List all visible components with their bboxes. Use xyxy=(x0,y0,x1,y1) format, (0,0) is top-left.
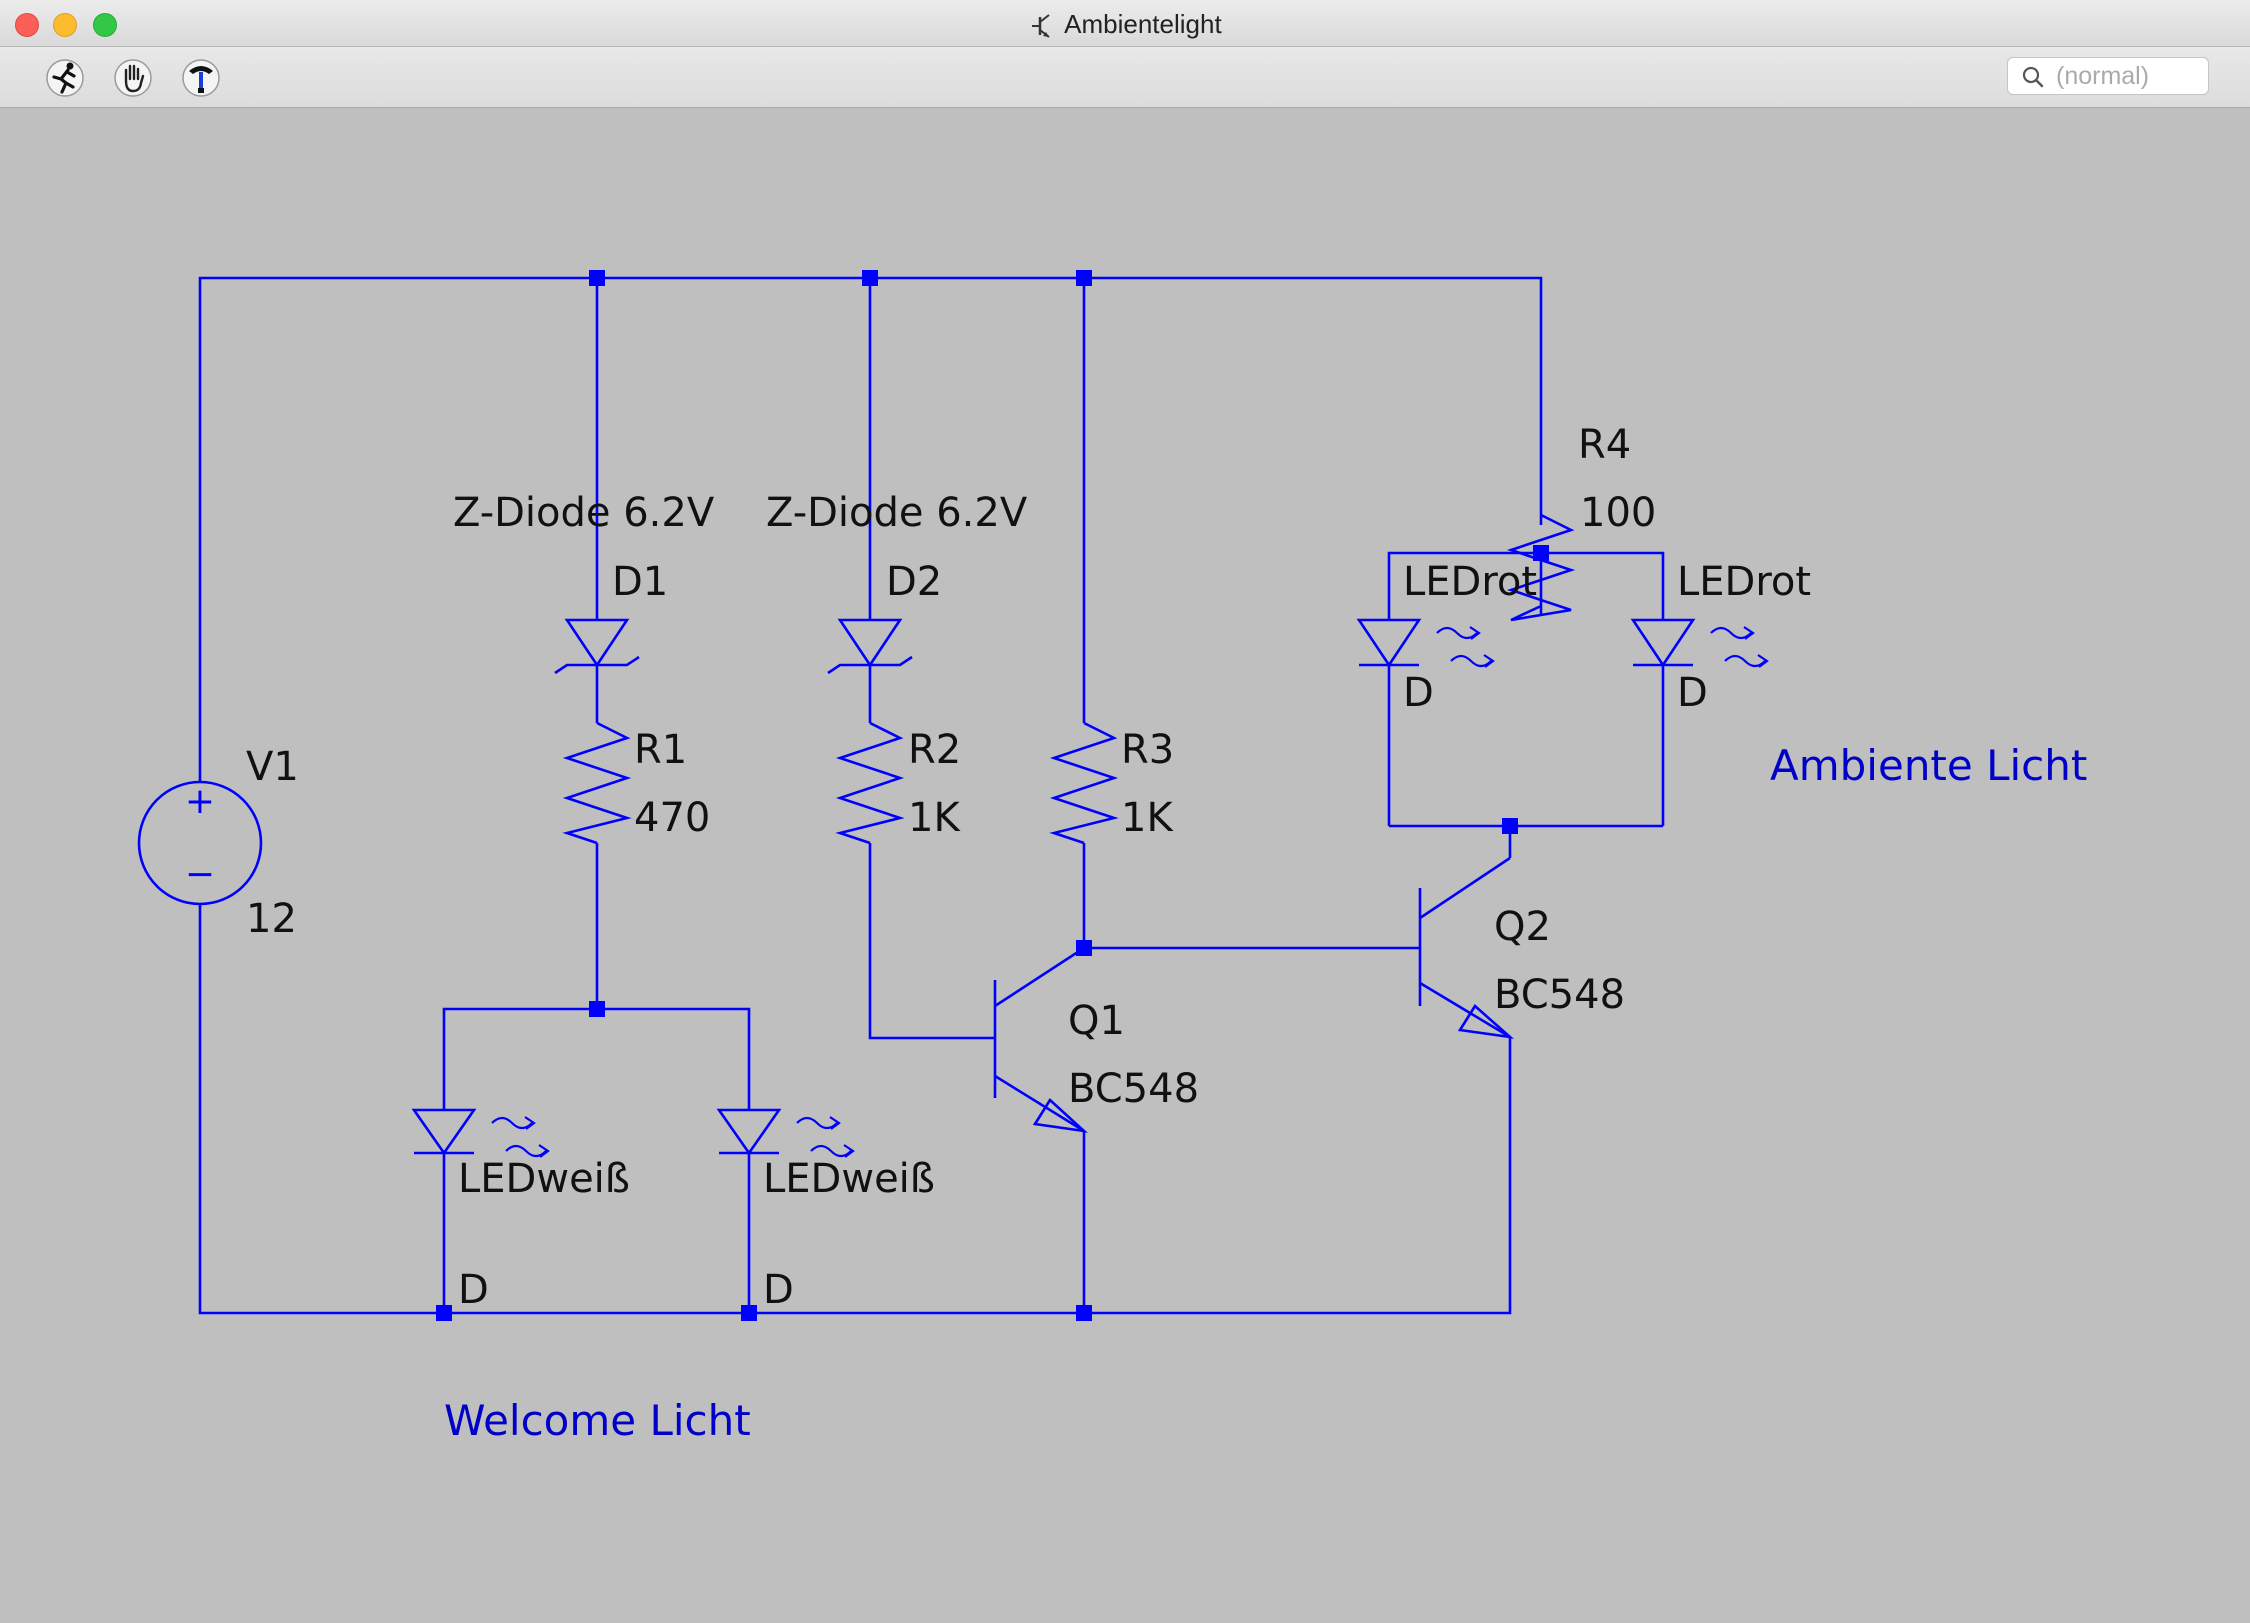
q1-model-label: BC548 xyxy=(1068,1066,1199,1112)
r3-name-label: R3 xyxy=(1121,727,1174,773)
transistor-q2[interactable] xyxy=(1418,856,1515,1039)
d1-model-label: Z-Diode 6.2V xyxy=(453,490,715,536)
r2-value-label: 1K xyxy=(908,795,961,841)
v1-value-label: 12 xyxy=(246,896,297,942)
led-white-2-name-label: LEDweiß xyxy=(763,1156,935,1202)
comment-welcome-licht[interactable]: Welcome Licht xyxy=(444,1396,751,1445)
minimize-window-button[interactable] xyxy=(53,13,77,37)
transistor-icon xyxy=(1032,14,1050,38)
r1-name-label: R1 xyxy=(634,727,687,773)
led-red-1-type-label: D xyxy=(1403,670,1434,716)
probe-hammer-icon[interactable] xyxy=(180,57,222,99)
schematic-canvas[interactable]: + − V1 12 Z-Diode 6.2V D1 Z-Diode 6.2V D… xyxy=(0,108,2250,1618)
led-white-2[interactable] xyxy=(716,1108,855,1159)
resistor-r4[interactable] xyxy=(1506,513,1576,622)
q1-name-label: Q1 xyxy=(1068,998,1125,1044)
toolbar xyxy=(0,47,2250,108)
led-white-1[interactable] xyxy=(411,1108,550,1159)
v1-plus-sign: + xyxy=(185,781,215,822)
close-window-button[interactable] xyxy=(15,13,39,37)
d2-model-label: Z-Diode 6.2V xyxy=(766,490,1028,536)
search-box[interactable] xyxy=(2007,57,2209,95)
led-red-2[interactable] xyxy=(1630,618,1769,669)
resistor-r2[interactable] xyxy=(835,721,905,845)
r3-value-label: 1K xyxy=(1121,795,1174,841)
led-white-1-type-label: D xyxy=(458,1267,489,1313)
v1-minus-sign: − xyxy=(185,854,215,895)
led-red-1[interactable] xyxy=(1356,618,1495,669)
q2-model-label: BC548 xyxy=(1494,972,1625,1018)
window-title: Ambientelight xyxy=(1064,9,1222,39)
r2-name-label: R2 xyxy=(908,727,961,773)
halt-hand-icon[interactable] xyxy=(112,57,154,99)
r4-name-label: R4 xyxy=(1578,422,1631,468)
zener-diode-d2[interactable] xyxy=(827,618,913,675)
led-red-2-name-label: LEDrot xyxy=(1677,559,1811,605)
comment-ambiente-licht[interactable]: Ambiente Licht xyxy=(1770,741,2087,790)
led-white-1-name-label: LEDweiß xyxy=(458,1156,630,1202)
d2-name-label: D2 xyxy=(886,559,942,605)
resistor-r1[interactable] xyxy=(562,721,632,845)
title-bar: Ambientelight xyxy=(0,0,2250,47)
transistor-q1[interactable] xyxy=(993,946,1088,1133)
d1-name-label: D1 xyxy=(612,559,668,605)
run-icon[interactable] xyxy=(44,57,86,99)
zener-diode-d1[interactable] xyxy=(554,618,640,675)
v1-name-label: V1 xyxy=(246,744,299,790)
led-white-2-type-label: D xyxy=(763,1267,794,1313)
voltage-source-v1[interactable]: + − xyxy=(137,696,263,908)
maximize-window-button[interactable] xyxy=(93,13,117,37)
junction-nodes xyxy=(436,270,1549,1321)
r4-value-label: 100 xyxy=(1580,490,1656,536)
led-red-2-type-label: D xyxy=(1677,670,1708,716)
search-icon xyxy=(2022,66,2044,88)
r1-value-label: 470 xyxy=(634,795,710,841)
search-input[interactable] xyxy=(2056,62,2201,90)
led-red-1-name-label: LEDrot xyxy=(1403,559,1537,605)
q2-name-label: Q2 xyxy=(1494,904,1551,950)
schematic[interactable]: + − V1 12 Z-Diode 6.2V D1 Z-Diode 6.2V D… xyxy=(0,108,2250,1618)
window-title-area: Ambientelight xyxy=(0,0,2250,46)
resistor-r3[interactable] xyxy=(1049,721,1119,845)
